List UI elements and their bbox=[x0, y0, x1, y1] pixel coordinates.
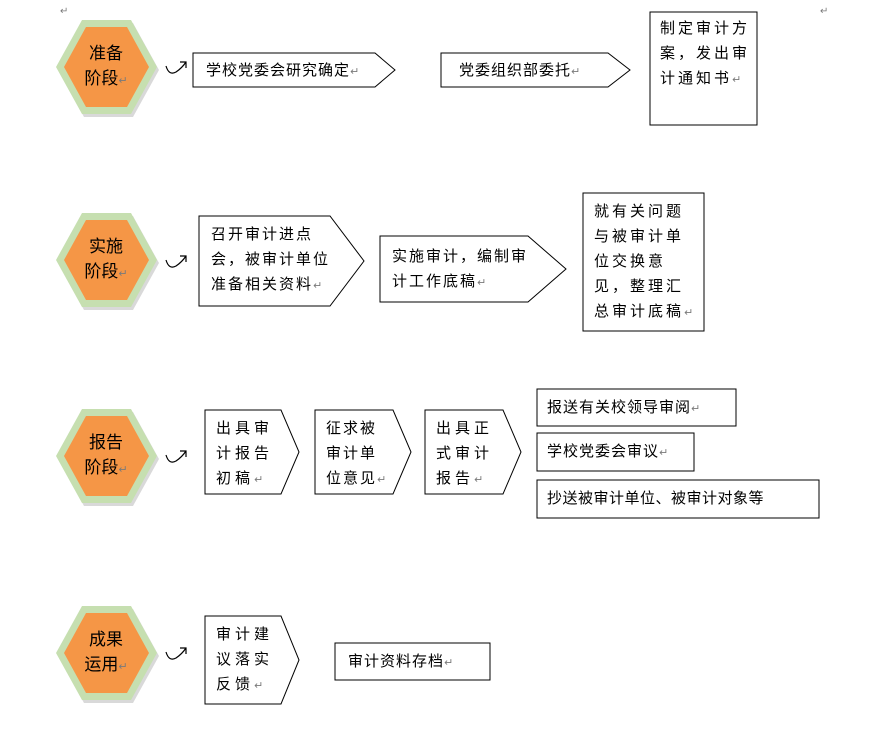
rectangle-box bbox=[582, 192, 705, 332]
step-audit-plan-notice: 制定审计方案，发出审计通知书↵ bbox=[660, 19, 751, 87]
stage-label-report: 报告 阶段↵ bbox=[84, 433, 128, 478]
rectangle-box bbox=[536, 479, 820, 519]
output-copy-to-audited: 抄送被审计单位、被审计对象等 bbox=[547, 489, 765, 507]
pentagon-arrow-box bbox=[204, 409, 300, 495]
pentagon-arrow-box bbox=[379, 235, 567, 303]
stage-hexagon-prepare bbox=[56, 20, 159, 117]
stage-hexagon-apply bbox=[56, 606, 159, 703]
step-conduct-audit: 实施审计，编制审计工作底稿↵ bbox=[392, 247, 529, 290]
pentagon-arrow-box bbox=[192, 52, 396, 88]
pentagon-arrow-box bbox=[204, 615, 300, 705]
step-party-committee-decides: 学校党委会研究确定↵ bbox=[206, 61, 361, 79]
rectangle-box bbox=[334, 642, 491, 681]
step-archive-materials: 审计资料存档↵ bbox=[348, 652, 455, 670]
step-draft-report: 出具审计报告初稿↵ bbox=[216, 419, 274, 487]
step-solicit-opinions: 征求被审计单位意见↵ bbox=[326, 419, 389, 487]
step-recommendation-feedback: 审计建议落实反馈↵ bbox=[216, 625, 274, 693]
stage-hexagon-report bbox=[56, 409, 159, 506]
stage-hexagon-implement bbox=[56, 213, 159, 310]
stage-label-implement: 实施 阶段↵ bbox=[84, 237, 128, 282]
step-exchange-opinions: 就有关问题与被审计单位交换意见，整理汇总审计底稿↵ bbox=[594, 202, 697, 320]
pentagon-arrow-box bbox=[198, 215, 365, 307]
step-entry-meeting: 召开审计进点会，被审计单位准备相关资料↵ bbox=[211, 225, 331, 293]
output-committee-deliberation: 学校党委会审议↵ bbox=[547, 442, 670, 460]
pentagon-arrow-box bbox=[440, 52, 631, 88]
rectangle-box bbox=[536, 432, 695, 472]
uturn-arrow-icon bbox=[165, 61, 187, 660]
paragraph-mark: ↵ bbox=[820, 6, 829, 17]
rectangle-box bbox=[536, 388, 737, 427]
step-organization-dept-entrusts: 党委组织部委托↵ bbox=[459, 61, 582, 79]
step-formal-report: 出具正式审计报告↵ bbox=[436, 419, 494, 487]
stage-label-apply: 成果 运用↵ bbox=[84, 630, 128, 675]
output-leader-review: 报送有关校领导审阅↵ bbox=[547, 398, 702, 416]
paragraph-mark: ↵ bbox=[60, 6, 69, 17]
pentagon-arrow-box bbox=[424, 409, 522, 495]
rectangle-box bbox=[649, 11, 758, 126]
pentagon-arrow-box bbox=[314, 409, 412, 495]
stage-label-prepare: 准备 阶段↵ bbox=[84, 44, 128, 89]
